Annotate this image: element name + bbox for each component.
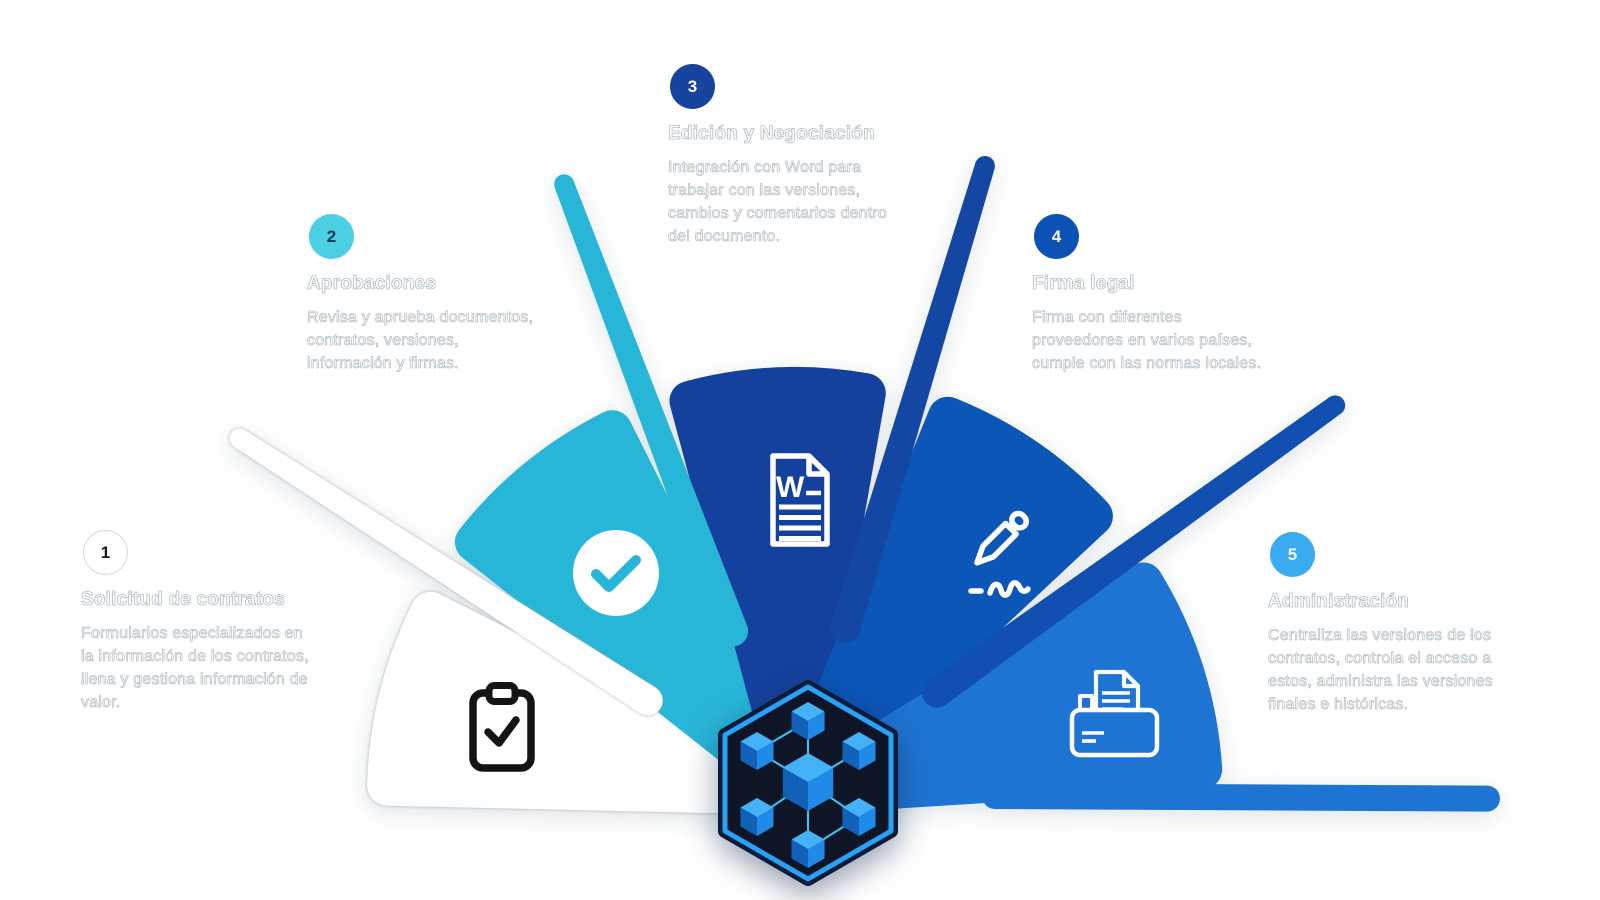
cube [782, 753, 834, 811]
step-5: 5 Administración Centraliza las versione… [1268, 532, 1548, 716]
ray-step-3 [830, 156, 995, 643]
step-description: Centraliza las versiones de los contrato… [1268, 627, 1493, 714]
step-description: Formularios especializados en la informa… [81, 625, 309, 712]
ray-step-1 [229, 428, 663, 716]
ray-step-2 [554, 174, 749, 647]
step-description: Integración con Word para trabajar con l… [668, 159, 888, 246]
step-badge: 1 [83, 530, 128, 575]
step-badge: 2 [309, 214, 354, 259]
blockchain-cubes-icon [718, 680, 898, 886]
step-title: Solicitud de contratos [81, 589, 285, 611]
cube [791, 702, 825, 740]
pen-signature-icon [968, 510, 1031, 598]
ray-step-4 [921, 395, 1346, 708]
step-4: 4 Firma legal Firma con diferentes prove… [1032, 214, 1312, 375]
wedge-step-2 [454, 410, 815, 815]
step-title: Edición y Negociación [668, 123, 875, 145]
step-badge: 4 [1034, 214, 1079, 259]
cube [842, 798, 876, 836]
svg-text:W: W [776, 471, 805, 504]
cube [791, 830, 825, 868]
step-title: Administración [1268, 591, 1410, 613]
step-title: Firma legal [1032, 273, 1135, 295]
step-3: 3 Edición y Negociación Integración con … [668, 64, 938, 248]
document-archive-icon [1069, 669, 1160, 758]
clipboard-check-icon [469, 682, 535, 772]
wedge-step-1 [367, 591, 815, 815]
wedge-step-3 [669, 367, 886, 815]
step-1: 1 Solicitud de contratos Formularios esp… [81, 530, 351, 714]
word-document-icon: W [770, 453, 830, 547]
cube [740, 798, 774, 836]
cube [740, 732, 774, 770]
step-title: Aprobaciones [307, 273, 437, 295]
cube [842, 732, 876, 770]
step-badge: 3 [670, 64, 715, 109]
step-badge: 5 [1270, 532, 1315, 577]
step-description: Revisa y aprueba documentos, contratos, … [307, 309, 534, 373]
approval-check-icon [573, 530, 659, 616]
step-2: 2 Aprobaciones Revisa y aprueba document… [307, 214, 577, 375]
step-description: Firma con diferentes proveedores en vari… [1032, 309, 1262, 373]
ray-step-5 [982, 783, 1500, 812]
